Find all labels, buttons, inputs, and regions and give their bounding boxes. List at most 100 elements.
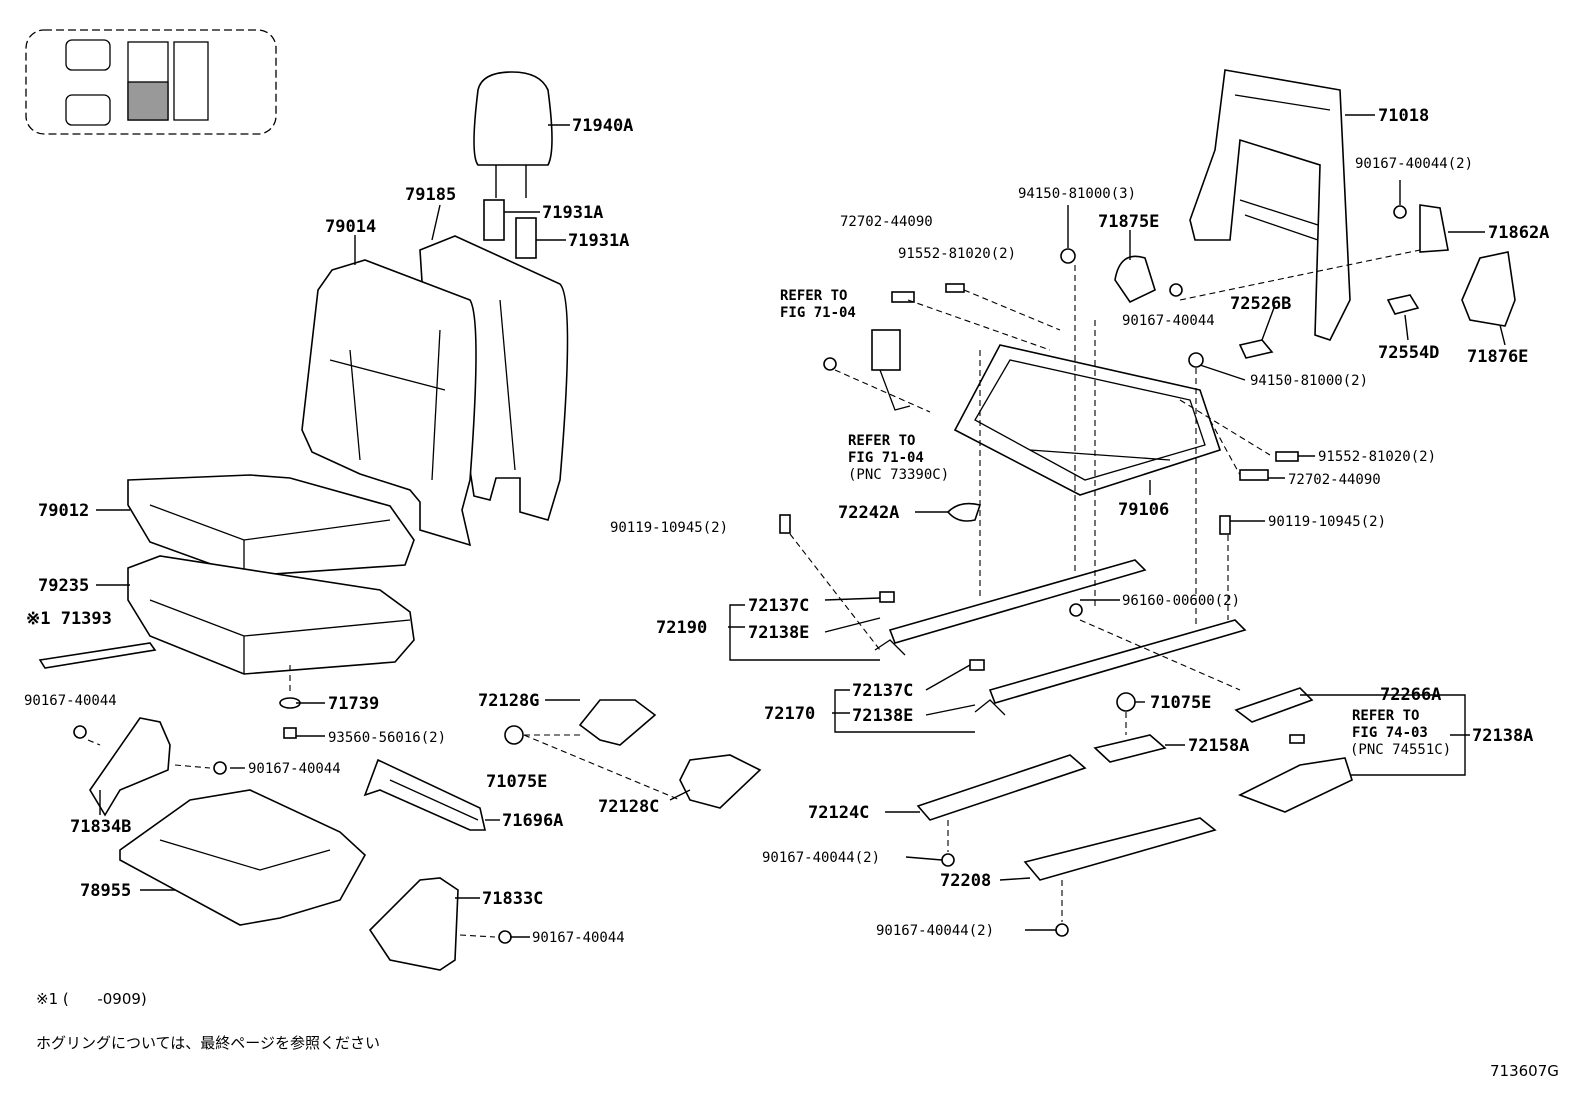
label-90167-40044-2a: 90167-40044(2) [1355, 156, 1473, 172]
leader-lines [96, 114, 1506, 938]
cover-g-part [578, 699, 657, 746]
label-79012: 79012 [38, 501, 89, 521]
label-72137C-a: 72137C [748, 596, 809, 616]
clip-part [279, 697, 301, 739]
recliner-handle-part [1461, 251, 1516, 327]
label-79235: 79235 [38, 576, 89, 596]
cover-72242A-part [946, 502, 982, 522]
label-72158A: 72158A [1188, 736, 1249, 756]
cover-c-part [679, 754, 762, 809]
label-71862A: 71862A [1488, 223, 1549, 243]
hinge-bracket-part [1393, 204, 1449, 253]
label-71834B: 71834B [70, 817, 131, 837]
label-72702-b: 72702-44090 [1288, 472, 1381, 488]
label-90167-40044-d: 90167-40044 [1122, 313, 1215, 329]
label-72266A: 72266A [1380, 685, 1441, 705]
label-96160: 96160-00600(2) [1122, 593, 1240, 609]
footnotes: ※1 ( -0909) ホグリングについては、最終ページを参照ください 7136… [36, 990, 1559, 1080]
headrest-part [473, 71, 553, 198]
seat-rail-upper-part [874, 559, 1147, 656]
ref3-line2: FIG 74-03 [1352, 725, 1428, 741]
label-72702-a: 72702-44090 [840, 214, 933, 230]
figure-id: 713607G [1490, 1062, 1559, 1080]
strap-part [38, 642, 157, 669]
label-72128G: 72128G [478, 691, 539, 711]
cover-72526B-part [1238, 339, 1274, 359]
label-90167-40044-2c: 90167-40044(2) [876, 923, 994, 939]
rail-clip-part [879, 591, 1083, 671]
ref1-line2: FIG 71-04 [780, 305, 856, 321]
label-72138E-b: 72138E [852, 706, 913, 726]
label-72128C: 72128C [598, 797, 659, 817]
seat-base-frame-part [953, 344, 1222, 496]
label-71696A: 71696A [502, 811, 563, 831]
label-79185: 79185 [405, 185, 456, 205]
seat-belt-buckle-part [823, 329, 911, 411]
label-72242A: 72242A [838, 503, 899, 523]
seat-tray-part [119, 789, 367, 926]
seat-cushion-cover-part [127, 474, 415, 577]
label-90167-40044-b: 90167-40044 [248, 761, 341, 777]
label-78955: 78955 [80, 881, 131, 901]
rail-cover-72138A-part [1238, 757, 1353, 813]
ref3-line1: REFER TO [1352, 708, 1419, 724]
label-90119-a: 90119-10945(2) [610, 520, 728, 536]
headrest-guide-part [483, 199, 537, 259]
label-71931A-2: 71931A [568, 231, 629, 251]
screw-set [941, 853, 1069, 937]
label-71075E-a: 71075E [486, 772, 547, 792]
label-94150-2: 94150-81000(2) [1250, 373, 1368, 389]
label-71876E: 71876E [1467, 347, 1528, 367]
ref2-line1: REFER TO [848, 433, 915, 449]
label-90119-b: 90119-10945(2) [1268, 514, 1386, 530]
label-72137C-b: 72137C [852, 681, 913, 701]
reference-notes: REFER TO FIG 71-04 REFER TO FIG 71-04 (P… [780, 288, 1451, 758]
ref2-line2: FIG 71-04 [848, 450, 924, 466]
label-72526B: 72526B [1230, 294, 1291, 314]
rail-lever-part [363, 758, 487, 831]
cover-72554D-part [1386, 294, 1420, 315]
label-72138A: 72138A [1472, 726, 1533, 746]
label-71875E: 71875E [1098, 212, 1159, 232]
label-90167-40044-a: 90167-40044 [24, 693, 117, 709]
footnote-text: ※1 ( -0909) [36, 990, 147, 1008]
label-72554D: 72554D [1378, 343, 1439, 363]
rail-cover-72208-part [1023, 817, 1217, 881]
label-93560: 93560-56016(2) [328, 730, 446, 746]
label-71018: 71018 [1378, 106, 1429, 126]
seat-rail-lower-part [974, 619, 1247, 716]
label-71393: ※1 71393 [26, 609, 112, 629]
label-72208: 72208 [940, 871, 991, 891]
bolt-set [779, 248, 1299, 535]
label-71931A-1: 71931A [542, 203, 603, 223]
label-71075E-b: 71075E [1150, 693, 1211, 713]
grommet-b-part [1116, 692, 1136, 712]
label-94150-3: 94150-81000(3) [1018, 186, 1136, 202]
label-91552-a: 91552-81020(2) [898, 246, 1016, 262]
label-90167-40044-c: 90167-40044 [532, 930, 625, 946]
seat-cushion-part [127, 555, 415, 695]
ref3-line3: (PNC 74551C) [1350, 742, 1451, 758]
label-71940A: 71940A [572, 116, 633, 136]
bracket-left-part [73, 717, 227, 817]
part-labels: 71940A 79185 71931A 71931A 79014 79012 7… [24, 106, 1549, 946]
assembly-lines [789, 249, 1421, 922]
label-79106: 79106 [1118, 500, 1169, 520]
rail-cover-72266A-part [1234, 687, 1314, 744]
label-71739: 71739 [328, 694, 379, 714]
seatback-part [301, 259, 477, 547]
label-72190: 72190 [656, 618, 707, 638]
rail-cover-72158A-part [1093, 734, 1167, 763]
japanese-note: ホグリングについては、最終ページを参照ください [36, 1034, 380, 1052]
label-72170: 72170 [764, 704, 815, 724]
label-71833C: 71833C [482, 889, 543, 909]
label-72124C: 72124C [808, 803, 869, 823]
grommet-part [504, 725, 681, 801]
spring-cover-part [1114, 255, 1183, 304]
ref2-line3: (PNC 73390C) [848, 467, 949, 483]
rail-cover-72124C-part [916, 754, 1087, 821]
seat-locator-icon [25, 29, 277, 135]
label-72138E-a: 72138E [748, 623, 809, 643]
